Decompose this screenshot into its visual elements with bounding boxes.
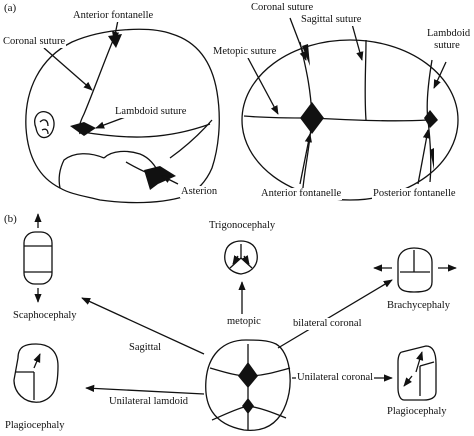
label-posterior-fontanelle: Posterior fontanelle (372, 188, 457, 200)
label-metopic: metopic (226, 316, 262, 328)
arrow-lambdoid-suture-right (433, 61, 447, 89)
label-bilateral-coronal: bilateral coronal (292, 318, 363, 330)
top-lambdoid-gap-lower (430, 148, 434, 170)
arrow-unilateral-lambdoid (85, 384, 205, 395)
trigonocephaly-skull (224, 240, 258, 275)
brachycephaly-skull (373, 247, 457, 293)
label-lambdoid-suture-left: Lambdoid suture (114, 106, 188, 118)
arrow-anterior-fontanelle-left (112, 19, 120, 41)
plagiocephaly-left-skull (13, 343, 59, 403)
label-asterion: Asterion (180, 186, 219, 198)
plagiocephaly-right-skull (397, 345, 437, 401)
lateral-lambdoid-lower (169, 119, 213, 159)
arrow-metopic-suture (247, 57, 279, 115)
center-anterior-fontanelle (238, 362, 258, 388)
label-unilateral-coronal: Unilateral coronal (296, 372, 375, 384)
panel-label-b: (b) (4, 213, 17, 225)
lateral-skull-view (25, 28, 220, 204)
arrow-posterior-fontanelle (417, 129, 431, 185)
center-skull-view (205, 339, 291, 432)
top-posterior-fontanelle (424, 110, 438, 128)
label-coronal-suture-left: Coronal suture (2, 36, 67, 48)
arrow-coronal-suture-left (43, 47, 93, 91)
label-metopic-suture: Metopic suture (212, 46, 278, 58)
lateral-coronal-suture (78, 37, 115, 135)
arrow-bilateral-coronal (277, 279, 393, 349)
lateral-face-contour (58, 153, 105, 189)
label-trigonocephaly: Trigonocephaly (208, 220, 277, 232)
scaphocephaly-skull (23, 213, 53, 303)
center-skull-outline (205, 339, 291, 432)
label-lambdoid-suture-right: Lambdoid suture (426, 28, 471, 52)
panel-label-a: (a) (4, 2, 17, 14)
arrow-asterion (161, 175, 179, 185)
label-coronal-suture-right: Coronal suture (250, 2, 315, 14)
label-plagiocephaly-left: Plagiocephaly (4, 420, 66, 432)
label-unilateral-lambdoid: Unilateral lamdoid (108, 396, 190, 408)
ear-icon (34, 111, 55, 139)
label-anterior-fontanelle-left: Anterior fontanelle (72, 10, 155, 22)
arrow-sagittal (81, 297, 205, 355)
label-lambdoid-suture-right-text: Lambdoid suture (427, 28, 471, 51)
arrow-anterior-fontanelle-right (299, 133, 312, 185)
center-posterior-fontanelle (242, 398, 254, 414)
lateral-pterion (70, 122, 96, 136)
label-sagittal-suture: Sagittal suture (300, 14, 363, 26)
top-sagittal-upper (364, 39, 367, 121)
top-skull-view (241, 39, 459, 201)
top-anterior-fontanelle (300, 102, 324, 134)
label-plagiocephaly-right: Plagiocephaly (386, 406, 448, 418)
top-skull-outline (241, 39, 459, 201)
label-brachycephaly: Brachycephaly (386, 300, 451, 312)
label-scaphocephaly: Scaphocephaly (12, 310, 78, 322)
arrow-lambdoid-suture-left (95, 115, 129, 129)
lateral-asterion (144, 166, 176, 190)
lateral-lambdoid-suture (81, 123, 211, 138)
lateral-skull-outline (25, 28, 220, 204)
top-sagittal-suture (311, 117, 429, 122)
arrow-sagittal-suture (351, 23, 364, 61)
label-sagittal: Sagittal (128, 342, 163, 354)
arrow-coronal-suture-right (289, 17, 307, 61)
label-anterior-fontanelle-right: Anterior fontanelle (260, 188, 343, 200)
